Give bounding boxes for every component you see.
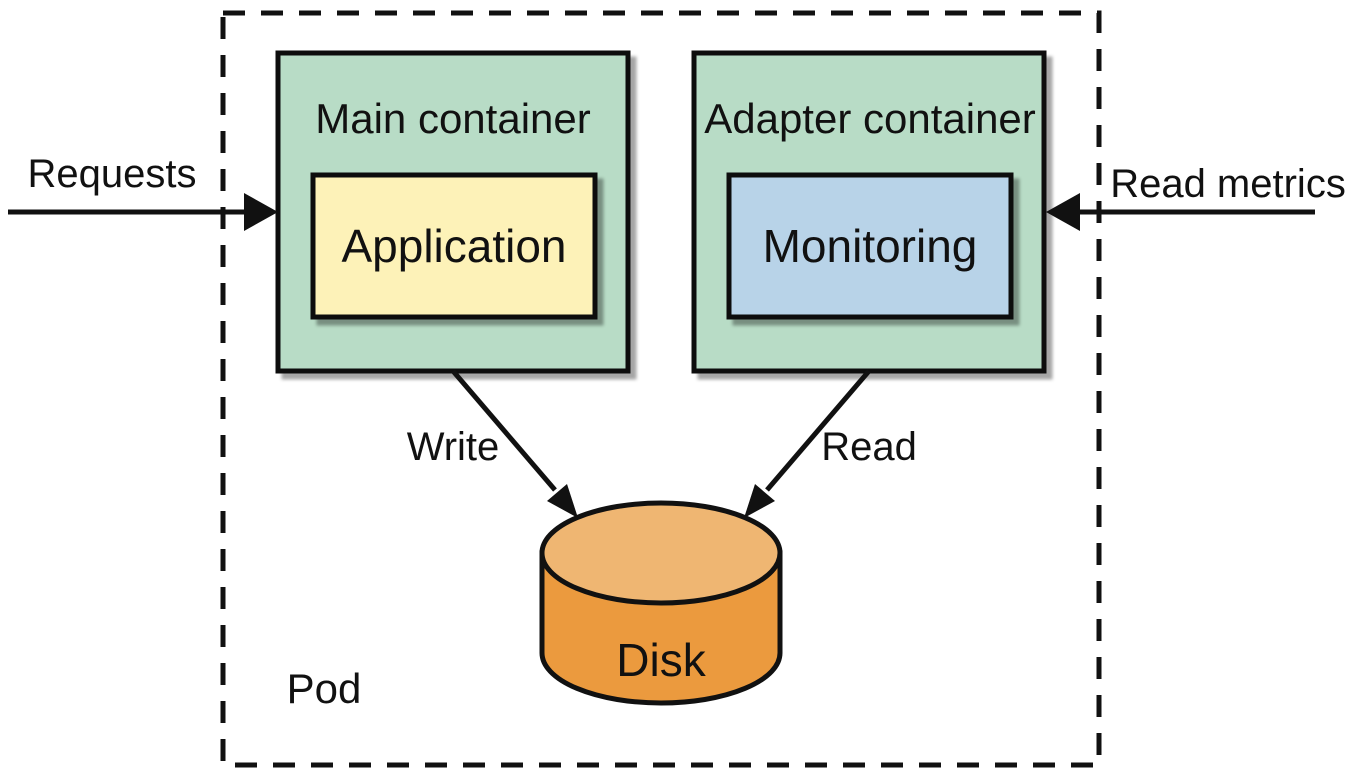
- monitoring-label: Monitoring: [763, 220, 978, 272]
- read-label: Read: [821, 425, 917, 469]
- adapter-container-title: Adapter container: [704, 95, 1036, 142]
- read-metrics-label: Read metrics: [1110, 162, 1346, 206]
- application-label: Application: [341, 220, 566, 272]
- write-arrowhead: [547, 484, 578, 518]
- main-container-title: Main container: [315, 95, 590, 142]
- disk-cylinder: Disk: [539, 500, 783, 706]
- write-label: Write: [407, 425, 500, 469]
- monitoring-box: [726, 172, 1014, 320]
- read-arrow: [744, 369, 871, 518]
- pod-boundary: [220, 10, 1102, 768]
- application-box: [310, 172, 598, 320]
- read-metrics-arrowhead: [1046, 193, 1080, 231]
- requests-arrow: [8, 193, 278, 231]
- read-arrowhead: [744, 484, 775, 518]
- requests-label: Requests: [28, 152, 197, 196]
- adapter-container: Adapter container Monitoring: [691, 50, 1047, 374]
- read-metrics-arrow: [1046, 193, 1315, 231]
- pod-label: Pod: [287, 665, 362, 712]
- disk-top: [539, 500, 783, 606]
- main-container: Main container Application: [275, 50, 631, 374]
- write-arrow: [451, 369, 578, 518]
- requests-arrowhead: [244, 193, 278, 231]
- disk-label: Disk: [616, 634, 706, 686]
